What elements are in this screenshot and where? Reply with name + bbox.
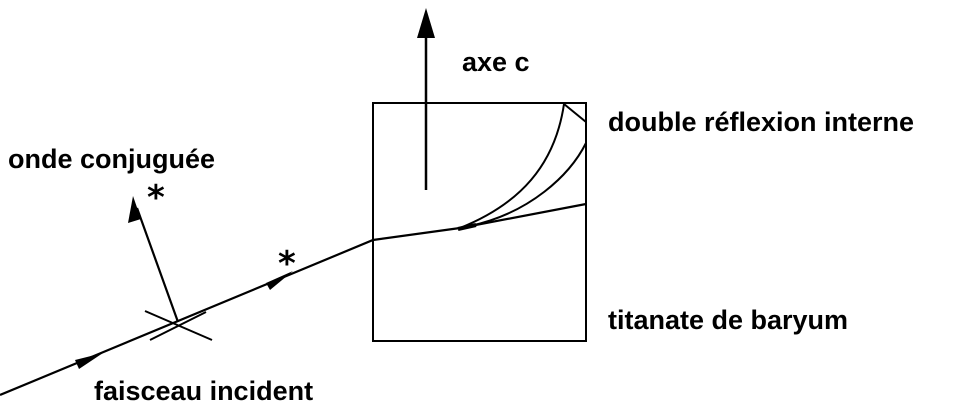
- incident-beam-arrowhead-2: [266, 271, 293, 290]
- crystal-box: [372, 102, 587, 342]
- reflection-curve-inner: [469, 142, 587, 227]
- conjugate-wave-arrowhead: [128, 196, 141, 223]
- internal-reflection-label: double réflexion interne: [608, 107, 915, 137]
- incident-beam-path: [0, 202, 587, 397]
- beam-star-marker: *: [278, 244, 296, 284]
- beam-thick-segment: [457, 223, 477, 231]
- conjugate-wave-label: onde conjuguée: [8, 144, 216, 174]
- reflection-corner-segment: [563, 103, 587, 123]
- c-axis-label: axe c: [462, 47, 530, 77]
- reflection-curve-outer: [459, 103, 565, 229]
- incident-beam-label: faisceau incident: [94, 376, 314, 406]
- c-axis-arrowhead: [417, 8, 435, 38]
- conjugate-wave-line: [135, 207, 180, 323]
- crystal-label: titanate de baryum: [608, 305, 849, 335]
- conjugate-wave-star-marker: *: [147, 178, 165, 218]
- cross-marker-line-b: [149, 311, 207, 341]
- incident-beam-arrowhead-1: [75, 353, 103, 369]
